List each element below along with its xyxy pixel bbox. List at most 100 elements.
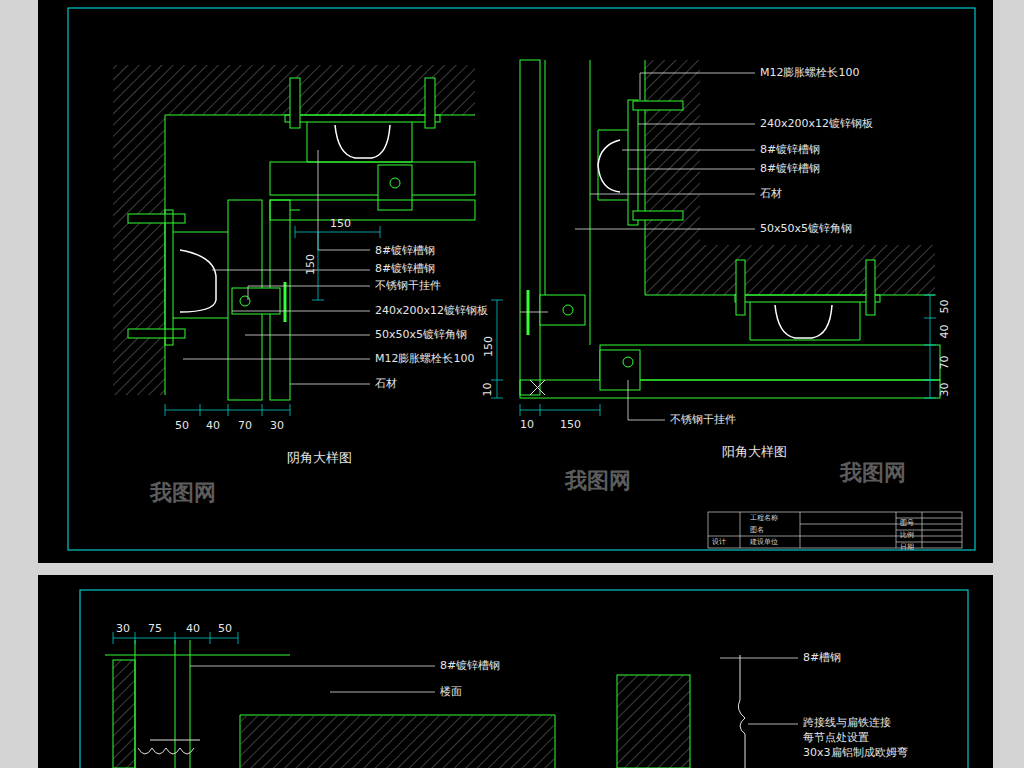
- part-label: 50x50x5镀锌角钢: [375, 328, 467, 341]
- dimension-text: 50: [218, 622, 232, 635]
- dimension-text: 30: [116, 622, 130, 635]
- part-label: M12膨胀螺栓长100: [760, 66, 859, 79]
- inner-corner-detail: [113, 65, 475, 395]
- leader-lines: [575, 229, 755, 230]
- leader-lines: [590, 194, 755, 195]
- outer-corner-detail: [600, 350, 640, 390]
- dimension-lines: [165, 404, 290, 416]
- part-label: 50x50x5镀锌角钢: [760, 222, 852, 235]
- outer-corner-detail: [633, 101, 683, 110]
- leader-lines: [232, 311, 370, 312]
- outer-corner-detail: [530, 380, 545, 395]
- watermark: 我图网: [565, 468, 631, 494]
- dimension-text: 40: [186, 622, 200, 635]
- title-block-cell: 图名: [750, 526, 764, 534]
- outer-corner-detail: [736, 260, 745, 315]
- dimension-text: 30: [938, 383, 951, 397]
- inner-corner-detail: [290, 210, 300, 211]
- detail-caption: 阳角大样图: [722, 444, 787, 460]
- outer-corner-detail: [563, 305, 573, 315]
- title-block-cell: 建设单位: [750, 538, 778, 546]
- leader-lines: [628, 380, 665, 420]
- inner-corner-detail: [307, 122, 412, 162]
- inner-corner-detail: [113, 65, 475, 400]
- title-block-cell: 图号: [900, 519, 914, 527]
- dimension-text: 75: [148, 622, 162, 635]
- outer-corner-detail: [735, 295, 880, 302]
- sheet-panels: [80, 590, 968, 768]
- inner-corner-detail: [128, 214, 185, 223]
- leader-lines: [520, 73, 755, 420]
- leader-lines: [183, 359, 370, 360]
- title-block-cell: 日期: [900, 543, 914, 551]
- dimension-text: 50: [938, 300, 951, 314]
- inner-corner-detail: [335, 125, 390, 158]
- dimension-lines: [924, 295, 936, 398]
- outer-corner-detail: [600, 345, 940, 380]
- sheet-panels: [68, 8, 975, 550]
- sheet-panels: [38, 575, 993, 768]
- inner-corner-detail: [165, 210, 173, 345]
- leader-lines: [748, 724, 798, 725]
- bottom-detail: [617, 675, 690, 768]
- watermark: 我图网: [150, 480, 216, 506]
- sheet-panels: [38, 0, 993, 563]
- dimension-lines: [491, 295, 936, 416]
- inner-corner-detail: [425, 78, 435, 128]
- part-label: 240x200x12镀锌钢板: [760, 117, 873, 130]
- dimension-text: 150: [482, 336, 495, 357]
- inner-corner-detail: [378, 165, 412, 210]
- dimension-text: 40: [938, 325, 951, 339]
- dimension-text: 40: [206, 419, 220, 432]
- dimension-text: 10: [520, 418, 534, 431]
- outer-corner-detail: [520, 380, 940, 398]
- part-label: 不锈钢干挂件: [670, 413, 736, 426]
- title-block-cell: 设计: [712, 538, 726, 546]
- dimension-text: 50: [175, 419, 189, 432]
- bottom-detail: [113, 660, 135, 768]
- title-block-cell: 比例: [900, 531, 914, 539]
- inner-corner-detail: [270, 200, 475, 220]
- part-label: 8#镀锌槽钢: [760, 143, 820, 156]
- outer-corner-detail: [598, 130, 628, 200]
- part-label: 石材: [760, 187, 782, 200]
- dimension-text: 150: [330, 217, 351, 230]
- note-text: 每节点处设置: [803, 731, 869, 744]
- bottom-detail: [241, 716, 554, 768]
- leader-lines: [183, 150, 370, 384]
- outer-corner-detail: [628, 100, 638, 225]
- inner-corner-detail: [240, 296, 250, 306]
- note-text: 跨接线与扁铁连接: [803, 716, 891, 729]
- part-label: 石材: [375, 377, 397, 390]
- outer-corner-detail: [645, 60, 935, 295]
- part-label: 8#槽钢: [803, 651, 841, 664]
- leader-lines: [212, 270, 370, 271]
- dimension-text: 150: [560, 418, 581, 431]
- inner-corner-detail: [290, 78, 300, 128]
- title-block: [708, 512, 962, 548]
- title-block-cell: 工程名称: [750, 514, 778, 522]
- outer-corner-detail: [633, 211, 683, 220]
- inner-corner-detail: [173, 232, 228, 318]
- leader-lines: [622, 150, 755, 151]
- part-label: 8#镀锌槽钢: [760, 162, 820, 175]
- leader-lines: [290, 384, 370, 385]
- inner-corner-detail: [232, 288, 280, 314]
- detail-caption: 阴角大样图: [287, 450, 352, 466]
- note-text: 30x3扁铝制成欧姆弯: [803, 746, 908, 759]
- outer-corner-detail: [775, 305, 832, 338]
- part-label: 8#镀锌槽钢: [375, 262, 435, 275]
- bottom-detail: [138, 740, 200, 754]
- leader-lines: [628, 169, 755, 170]
- leader-lines: [720, 658, 798, 659]
- outer-corner-detail: [623, 357, 633, 367]
- outer-corner-detail: [645, 60, 935, 295]
- leader-lines: [638, 124, 755, 125]
- leader-lines: [330, 692, 435, 693]
- part-label: M12膨胀螺栓长100: [375, 352, 474, 365]
- part-label: 240x200x12镀锌钢板: [375, 304, 488, 317]
- dimension-lines: [520, 404, 600, 416]
- outer-corner-detail: [520, 60, 940, 398]
